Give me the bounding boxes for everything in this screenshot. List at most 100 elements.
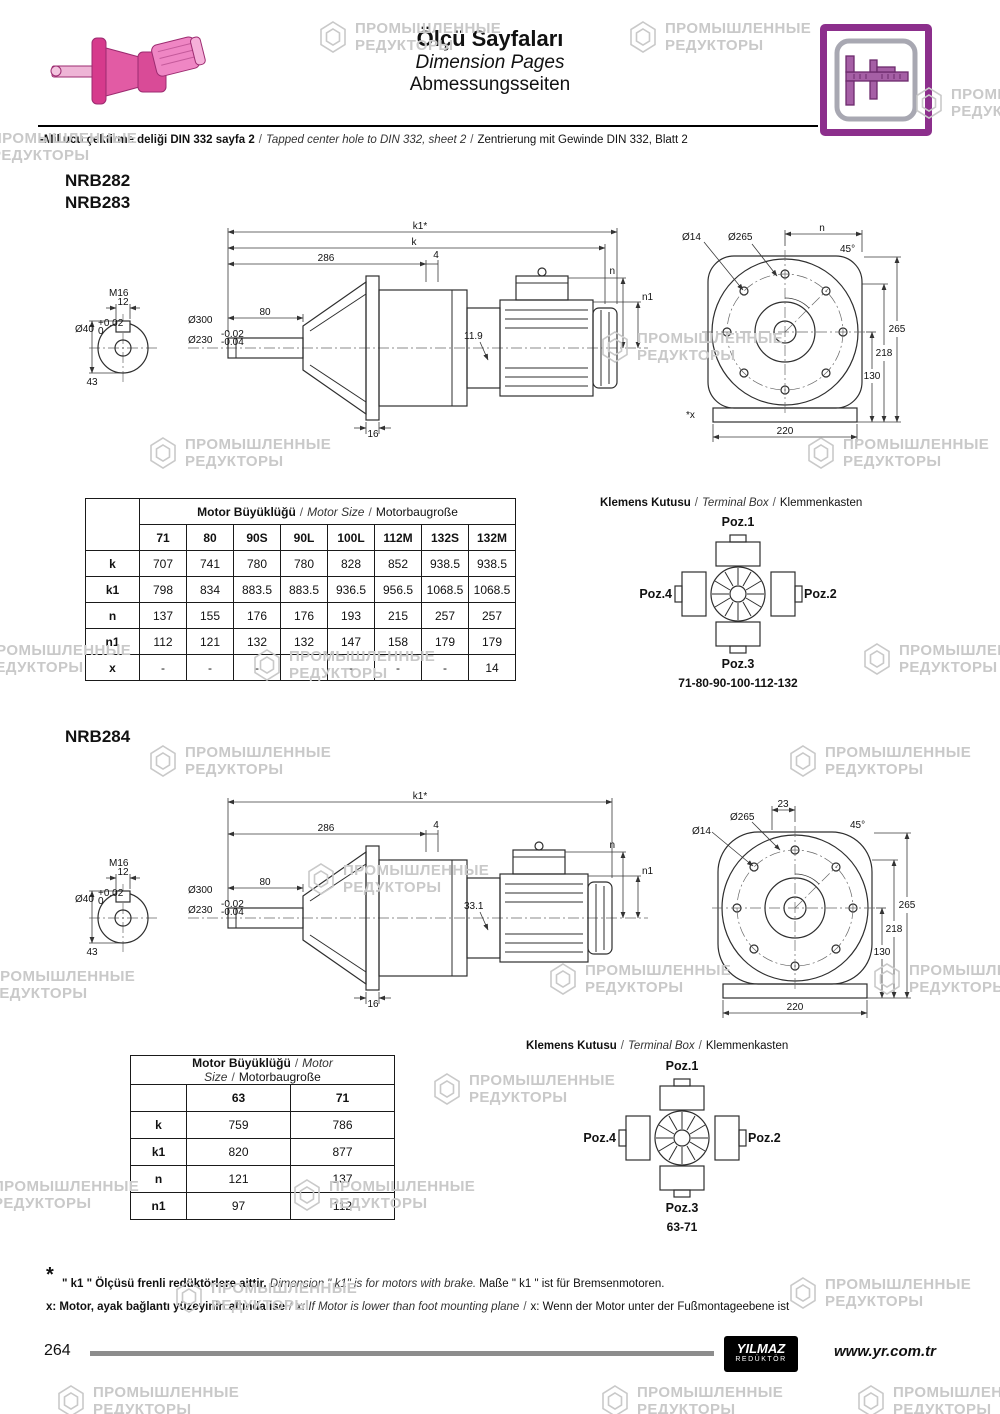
- cell: 179: [468, 628, 516, 655]
- side-view-nrb282: k1* k 286 4 80 11.9 Ø300 Ø230 -0.02 -0.0…: [188, 221, 654, 440]
- dim-label-218: 218: [886, 924, 903, 935]
- cell: 193: [327, 602, 375, 629]
- cell: -: [186, 654, 234, 681]
- page-title-block: Ölçü Sayfaları Dimension Pages Abmessung…: [310, 26, 670, 96]
- cell: 852: [374, 550, 422, 577]
- dim-label-k1: k1*: [413, 791, 428, 802]
- dim-label-218: 218: [876, 348, 893, 359]
- model-heading-2: NRB284: [65, 727, 131, 746]
- dim-label-d40: Ø40: [75, 324, 94, 335]
- corner-cell: [85, 498, 140, 551]
- poz3-label: Poz.3: [666, 1201, 699, 1215]
- col-header: 132S: [421, 524, 469, 551]
- dim-label-d14: Ø14: [692, 826, 711, 837]
- dim-label-12: 12: [117, 867, 129, 878]
- footnote-asterisk: *: [46, 1264, 54, 1286]
- col-header: 90L: [280, 524, 328, 551]
- cell: 820: [186, 1138, 291, 1166]
- cell: 780: [280, 550, 328, 577]
- side-view-nrb284: k1* 286 4 80 33.1 Ø300 Ø230 -0.02 -0.04 …: [188, 791, 654, 1010]
- dim-label-80: 80: [259, 877, 271, 888]
- table-header-row: 63 71: [130, 1084, 395, 1112]
- cell: 741: [186, 550, 234, 577]
- cell: 176: [233, 602, 281, 629]
- row-label: k: [85, 550, 140, 577]
- table-row-k: k 759 786: [130, 1111, 395, 1139]
- caliper-badge: [820, 24, 932, 136]
- poz4-label: Poz.4: [583, 1131, 616, 1145]
- dim-label-d265: Ø265: [730, 812, 755, 823]
- dim-label-d230: Ø230: [188, 905, 213, 916]
- table-title: Motor Büyüklüğü/Motor Size/Motorbaugroße: [139, 498, 516, 525]
- cell: 877: [290, 1138, 395, 1166]
- col-header: 71: [290, 1084, 395, 1112]
- table-title: Motor Büyüklüğü/Motor Size/Motorbaugroße: [130, 1055, 395, 1085]
- model-nrb282: NRB282: [65, 171, 131, 190]
- dim-label-130: 130: [874, 947, 891, 958]
- dim-label-d300: Ø300: [188, 315, 213, 326]
- cell: 834: [186, 576, 234, 603]
- hexagon-logo-icon: [864, 643, 890, 676]
- model-nrb283: NRB283: [65, 193, 131, 213]
- dim-label-d265: Ø265: [728, 232, 753, 243]
- col-header: 71: [139, 524, 187, 551]
- row-label: n1: [130, 1192, 187, 1220]
- col-header: 80: [186, 524, 234, 551]
- table-row-k1: k1 820 877: [130, 1138, 395, 1166]
- table-row-k: k 707 741 780 780 828 852 938.5 938.5: [85, 550, 516, 577]
- cell: 936.5: [327, 576, 375, 603]
- dim-label-286: 286: [318, 253, 335, 264]
- cell: 147: [327, 628, 375, 655]
- title-german: Abmessungsseiten: [409, 74, 571, 95]
- dim-label-80: 80: [259, 307, 271, 318]
- cell: 257: [421, 602, 469, 629]
- footnote-k1: " k1 " Ölçüsü frenli redüktörlere aittir…: [62, 1278, 665, 1290]
- cell: 137: [290, 1165, 395, 1193]
- row-label: n: [130, 1165, 187, 1193]
- dim-label-16: 16: [367, 429, 379, 440]
- row-label: k1: [85, 576, 140, 603]
- hexagon-logo-icon: [150, 437, 176, 470]
- yilmaz-logo: YILMAZ REDÜKTÖR: [724, 1336, 798, 1372]
- cell: 780: [233, 550, 281, 577]
- tolerance-upper: -0.02: [221, 329, 244, 340]
- col-header: 63: [186, 1084, 291, 1112]
- col-header: 112M: [374, 524, 422, 551]
- row-label: k: [130, 1111, 187, 1139]
- col-header: 90S: [233, 524, 281, 551]
- hexagon-logo-icon: [790, 745, 816, 778]
- dim-label-n: n: [609, 840, 615, 851]
- tolerance-upper: +0.02: [98, 888, 124, 899]
- table-title-row: Motor Büyüklüğü/Motor Size/Motorbaugroße: [130, 1055, 395, 1085]
- cell: 1068.5: [421, 576, 469, 603]
- cell: -: [139, 654, 187, 681]
- dim-label-n: n: [609, 266, 615, 277]
- poz2-label: Poz.2: [748, 1131, 781, 1145]
- cell: 132: [233, 628, 281, 655]
- cell: 883.5: [280, 576, 328, 603]
- poz2-label: Poz.2: [804, 587, 837, 601]
- dim-label-33-1: 33.1: [464, 901, 484, 912]
- cell: 1068.5: [468, 576, 516, 603]
- cell: 179: [421, 628, 469, 655]
- cell: 786: [290, 1111, 395, 1139]
- cell: 121: [186, 1165, 291, 1193]
- dim-label-43: 43: [86, 947, 98, 958]
- logo-text-yilmaz: YILMAZ: [736, 1341, 786, 1357]
- cell: 112: [290, 1192, 395, 1220]
- dim-label-d230: Ø230: [188, 335, 213, 346]
- dim-label-4: 4: [433, 820, 439, 831]
- cell: 215: [374, 602, 422, 629]
- tolerance-lower: 0: [98, 896, 104, 907]
- cell: 14: [468, 654, 516, 681]
- hexagon-logo-icon: [150, 745, 176, 778]
- dim-label-23: 23: [777, 799, 789, 810]
- din-note: -Mil ucu çektirme deliği DIN 332 sayfa 2…: [40, 134, 688, 146]
